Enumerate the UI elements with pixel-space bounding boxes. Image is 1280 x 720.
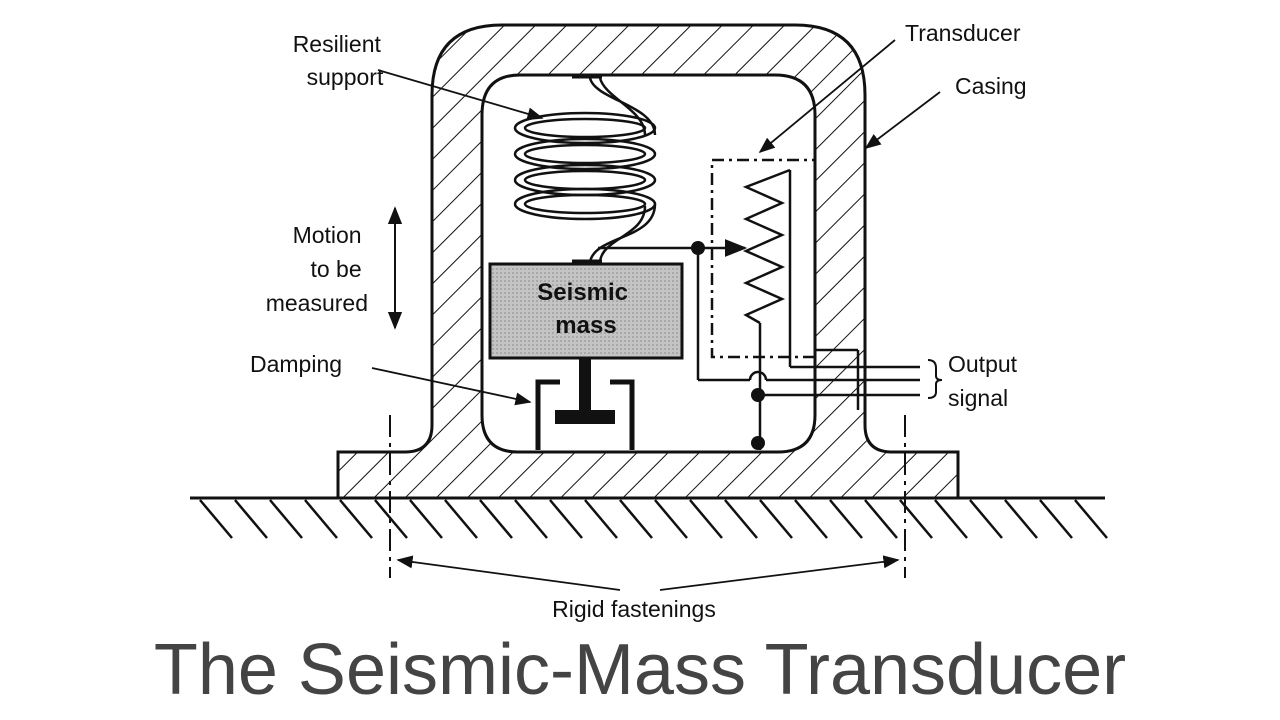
transducer-label: Transducer <box>905 20 1021 46</box>
ground <box>190 496 1108 539</box>
damper <box>535 358 635 450</box>
casing <box>336 23 960 500</box>
fastening-centerlines <box>389 415 906 578</box>
rigid-fastenings-label: Rigid fastenings <box>552 596 716 622</box>
casing-label: Casing <box>955 73 1027 99</box>
spring <box>513 73 657 265</box>
transducer <box>598 158 817 450</box>
resilient-support-label: Resilient support <box>293 31 388 90</box>
output-signal-label: Output signal <box>948 351 1023 411</box>
damping-label: Damping <box>250 351 342 377</box>
output-wiring <box>698 348 920 450</box>
leader-lines <box>371 39 941 591</box>
seismic-mass <box>488 262 684 360</box>
seismic-mass-label: Seismic mass <box>537 279 634 339</box>
motion-label: Motion to be measured <box>266 222 368 316</box>
page-title: The Seismic-Mass Transducer <box>153 630 1127 710</box>
output-brace <box>927 359 943 399</box>
